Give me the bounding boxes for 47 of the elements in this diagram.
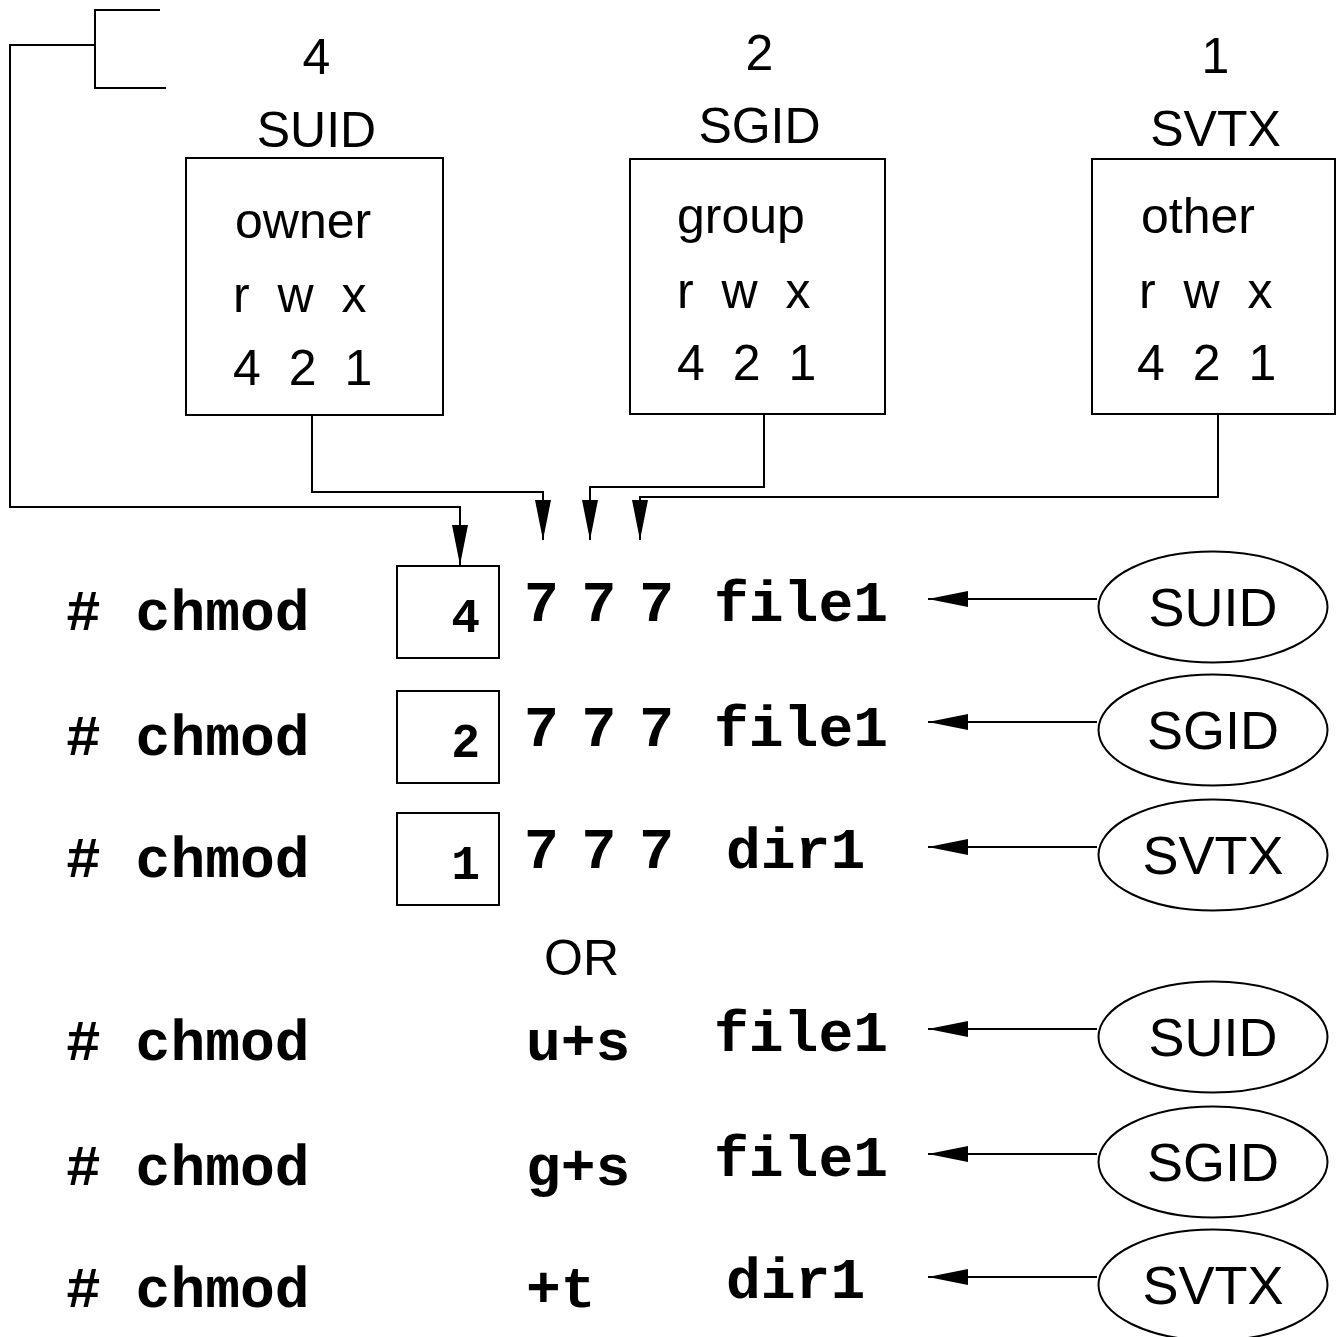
command-argument: 7 7 7 (524, 812, 674, 882)
arrow (9, 44, 468, 566)
separator-text: OR (544, 933, 619, 983)
special-bit-box: 2 (396, 690, 500, 784)
bit-ellipse: SVTX (1097, 798, 1329, 912)
arrow (632, 414, 1219, 541)
command-prompt-text: # chmod (66, 711, 310, 769)
special-bit-box: 1 (396, 812, 500, 906)
permission-values: 4 2 1 (677, 334, 817, 393)
command-argument: file1 (714, 690, 928, 760)
arrow (582, 414, 765, 541)
bit-ellipse: SGID (1097, 1105, 1329, 1219)
command-prompt-text: # chmod (66, 1141, 310, 1199)
bit-ellipse: SUID (1097, 980, 1329, 1094)
command-prompt-text: # chmod (66, 1016, 310, 1074)
bit-ellipse: SUID (1097, 550, 1329, 664)
command-prompt-text: # chmod (66, 1263, 310, 1321)
arrow (927, 1146, 1098, 1162)
permission-letters: r w x (233, 266, 367, 325)
command-argument: dir1 (726, 812, 928, 882)
arrow (927, 591, 1098, 607)
command-argument: file1 (714, 1120, 928, 1190)
bit-ellipse: SGID (1097, 673, 1329, 787)
arrow (927, 714, 1098, 730)
class-name: owner (235, 192, 372, 251)
command-argument: u+s (526, 1016, 631, 1074)
arrow (927, 1269, 1098, 1285)
command-argument: file1 (714, 995, 928, 1065)
command-argument: file1 (714, 560, 928, 635)
arrow (311, 415, 551, 541)
permission-letters: r w x (1139, 262, 1273, 321)
command-argument: 7 7 7 (524, 690, 674, 760)
special-bit-box: 4 (396, 565, 500, 659)
arrow (927, 1021, 1098, 1037)
command-argument: dir1 (726, 1242, 928, 1312)
class-name: group (677, 187, 805, 246)
command-prompt-text: # chmod (66, 586, 310, 644)
permission-letters: r w x (677, 262, 811, 321)
arrow (927, 839, 1098, 855)
command-argument: 7 7 7 (524, 540, 674, 635)
class-name: other (1141, 187, 1255, 246)
command-argument: g+s (526, 1141, 631, 1199)
command-prompt-text: # chmod (66, 833, 310, 891)
permission-values: 4 2 1 (1137, 334, 1277, 393)
bracket (94, 9, 167, 90)
command-argument: +t (526, 1263, 596, 1321)
permission-values: 4 2 1 (233, 339, 373, 398)
